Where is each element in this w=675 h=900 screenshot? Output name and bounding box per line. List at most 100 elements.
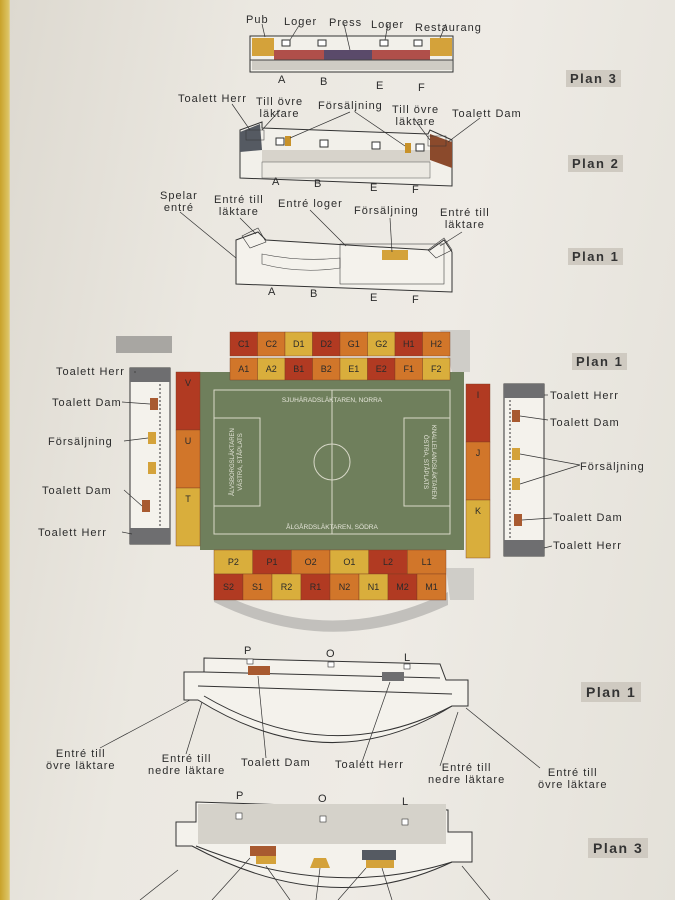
section-label-v: V xyxy=(185,378,191,388)
section-label-m2: M2 xyxy=(396,582,409,592)
plan1-bottom-letter-p: P xyxy=(244,645,253,657)
plan2-letter-a: A xyxy=(272,176,281,188)
plan3-loger-left-label: Loger xyxy=(284,16,318,28)
west-stand: V U T xyxy=(175,371,201,547)
plan3-bottom-letter-l: L xyxy=(402,796,410,808)
plan2-forsaljning-label: Försäljning xyxy=(318,100,383,112)
section-label-h1: H1 xyxy=(403,339,415,349)
section-label-g1: G1 xyxy=(348,339,360,349)
plan1-top-tag: Plan 1 xyxy=(568,248,624,265)
section-label-f2: F2 xyxy=(431,364,442,374)
plan1-entre-lakare-left-label: Entré till läktare xyxy=(214,194,264,218)
plan3-pub-label: Pub xyxy=(246,14,269,26)
plan1-letter-b: B xyxy=(310,288,319,300)
section-l2 xyxy=(368,549,408,575)
section-label-t: T xyxy=(185,494,191,504)
plan3-letter-e: E xyxy=(376,80,385,92)
section-j xyxy=(465,441,491,501)
plan3-letter-f: F xyxy=(418,82,426,94)
grey-marker-block xyxy=(116,336,172,353)
plan2-till-ovre-left-label: Till övre läktare xyxy=(256,96,304,120)
section-d2 xyxy=(312,331,341,357)
east-forsaljning-label: Försäljning xyxy=(580,461,645,473)
stadium-plan1-tag: Plan 1 xyxy=(572,353,628,370)
section-label-j: J xyxy=(476,448,481,458)
section-label-i: I xyxy=(477,390,480,400)
pitch: SJUHÄRADSLÄKTAREN, NORRA ÅLGÅRDSLÄKTAREN… xyxy=(200,372,464,550)
section-label-g2: G2 xyxy=(375,339,387,349)
section-label-s1: S1 xyxy=(252,582,263,592)
section-c2 xyxy=(257,331,286,357)
section-label-r1: R1 xyxy=(310,582,322,592)
plan3-press-label: Press xyxy=(329,17,363,29)
section-label-d2: D2 xyxy=(320,339,332,349)
book-spine xyxy=(0,0,12,900)
section-label-l2: L2 xyxy=(383,557,393,567)
section-label-k: K xyxy=(475,506,481,516)
section-label-h2: H2 xyxy=(430,339,442,349)
plan2-tag: Plan 2 xyxy=(568,155,624,172)
east-stand: I J K xyxy=(465,383,491,559)
plan3-loger-right-label: Loger xyxy=(371,19,405,31)
section-label-a1: A1 xyxy=(238,364,249,374)
plan1-toalett-dam-label: Toalett Dam xyxy=(241,757,311,769)
plan3-letter-a: A xyxy=(278,74,287,86)
plan2-letter-e: E xyxy=(370,182,379,194)
plan3-bottom-letter-p: P xyxy=(236,790,245,802)
plan3-bottom-tag: Plan 3 xyxy=(588,838,649,858)
section-p2 xyxy=(213,549,253,575)
east-toalett-dam-bottom-label: Toalett Dam xyxy=(553,512,623,524)
section-label-s2: S2 xyxy=(223,582,234,592)
north-stand-name: SJUHÄRADSLÄKTAREN, NORRA xyxy=(282,396,383,404)
section-t xyxy=(175,487,201,547)
section-g2 xyxy=(367,331,396,357)
section-k xyxy=(465,499,491,559)
section-label-n2: N2 xyxy=(339,582,351,592)
south-stand-name: ÅLGÅRDSLÄKTAREN, SÖDRA xyxy=(286,522,378,531)
section-s1 xyxy=(242,573,273,601)
section-label-n1: N1 xyxy=(368,582,380,592)
section-label-u: U xyxy=(185,436,192,446)
section-p1 xyxy=(252,549,292,575)
section-i xyxy=(465,383,491,443)
plan3-restaurang-label: Restaurang xyxy=(415,22,482,34)
plan1-bottom-letter-o: O xyxy=(326,648,336,660)
section-h1 xyxy=(394,331,423,357)
section-m1 xyxy=(416,573,447,601)
plan1-toalett-herr-label: Toalett Herr xyxy=(335,759,404,771)
section-label-e1: E1 xyxy=(348,364,359,374)
entre-ovre-right-label: Entré till övre läktare xyxy=(538,767,608,791)
section-label-f1: F1 xyxy=(403,364,414,374)
section-label-b2: B2 xyxy=(321,364,332,374)
west-toalett-dam-top-label: Toalett Dam xyxy=(52,397,122,409)
section-label-b1: B1 xyxy=(293,364,304,374)
east-toalett-dam-top-label: Toalett Dam xyxy=(550,417,620,429)
plan1-bottom-letter-l: L xyxy=(404,652,412,664)
plan1-entre-loger-label: Entré loger xyxy=(278,198,343,210)
plan2-till-ovre-right-label: Till övre läktare xyxy=(392,104,440,128)
entre-nedre-right-label: Entré till nedre läktare xyxy=(428,762,506,786)
plan1-entre-lakare-right-label: Entré till läktare xyxy=(440,207,490,231)
section-label-p1: P1 xyxy=(266,557,277,567)
west-stand-name-2: VÄSTRA, STÅPLATS xyxy=(237,433,244,491)
plan1-spelar-entre-label: Spelar entré xyxy=(160,190,198,214)
section-label-d1: D1 xyxy=(293,339,305,349)
section-r1 xyxy=(300,573,331,601)
plan2-toalett-dam-label: Toalett Dam xyxy=(452,108,522,120)
plan1-bottom-tag: Plan 1 xyxy=(581,682,642,702)
west-toalett-dam-bottom-label: Toalett Dam xyxy=(42,485,112,497)
section-v xyxy=(175,371,201,431)
section-d1 xyxy=(284,331,313,357)
section-s2 xyxy=(213,573,244,601)
entre-nedre-left-label: Entré till nedre läktare xyxy=(148,753,226,777)
section-label-o1: O1 xyxy=(343,557,355,567)
plan2-letter-b: B xyxy=(314,178,323,190)
section-u xyxy=(175,429,201,489)
plan1-letter-a: A xyxy=(268,286,277,298)
east-toalett-herr-bottom-label: Toalett Herr xyxy=(553,540,622,552)
